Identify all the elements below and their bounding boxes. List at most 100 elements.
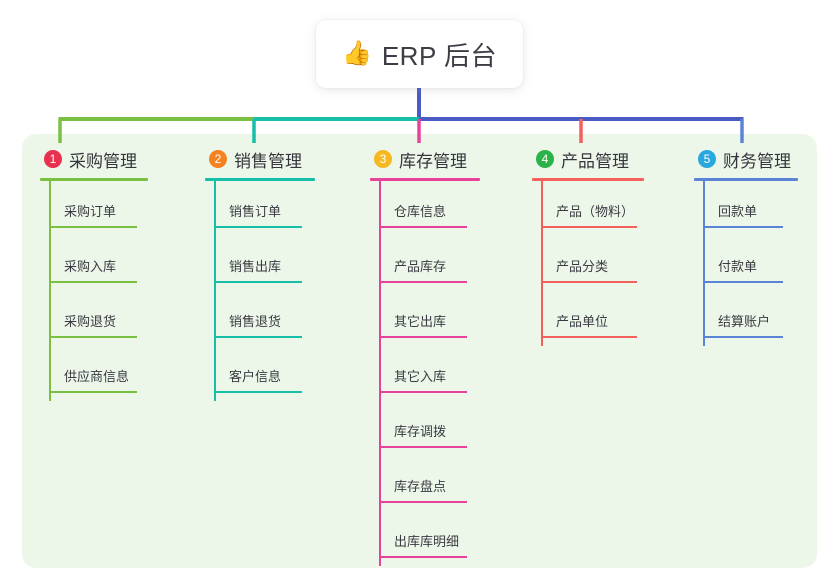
branch-item-label: 销售出库 <box>229 259 282 274</box>
branch-column-采购管理: 1 采购管理采购订单采购入库采购退货供应商信息 <box>40 146 148 401</box>
thumbs-up-emoji: 👍 <box>341 40 372 67</box>
branch-number-badge: 2 <box>209 150 227 168</box>
branch-title: 产品管理 <box>561 151 629 171</box>
branch-header-rule <box>694 178 798 181</box>
branch-column-财务管理: 5 财务管理回款单付款单结算账户 <box>694 146 798 346</box>
branch-item[interactable]: 客户信息 <box>205 346 315 401</box>
branch-title: 财务管理 <box>723 151 791 171</box>
branch-item-label: 结算账户 <box>718 314 771 329</box>
root-node-title: ERP 后台 <box>381 40 498 71</box>
branch-item-rule <box>49 391 137 393</box>
branch-title: 库存管理 <box>399 151 467 171</box>
branch-item-label: 客户信息 <box>229 369 282 384</box>
branch-item-rule <box>379 501 467 503</box>
branch-column-库存管理: 3 库存管理仓库信息产品库存其它出库其它入库库存调拨库存盘点出库库明细 <box>370 146 480 566</box>
branch-item[interactable]: 销售退货 <box>205 291 315 346</box>
branch-item-rule <box>214 226 302 228</box>
branch-item[interactable]: 采购入库 <box>40 236 148 291</box>
branch-item-list: 采购订单采购入库采购退货供应商信息 <box>40 181 148 401</box>
branch-item-rule <box>379 556 467 558</box>
branch-item[interactable]: 库存调拨 <box>370 401 480 456</box>
branch-item[interactable]: 其它入库 <box>370 346 480 401</box>
root-node-card[interactable]: 👍 ERP 后台 <box>316 20 523 88</box>
branch-header-销售管理[interactable]: 2 销售管理 <box>205 146 315 172</box>
branch-item[interactable]: 产品单位 <box>532 291 644 346</box>
branch-item-label: 采购入库 <box>64 259 117 274</box>
branch-title: 采购管理 <box>69 151 137 171</box>
branch-item-rule <box>703 336 783 338</box>
branch-item[interactable]: 销售订单 <box>205 181 315 236</box>
branch-item-label: 其它出库 <box>394 314 447 329</box>
branch-header-rule <box>40 178 148 181</box>
branch-item-list: 销售订单销售出库销售退货客户信息 <box>205 181 315 401</box>
branch-item-rule <box>214 281 302 283</box>
branch-header-库存管理[interactable]: 3 库存管理 <box>370 146 480 172</box>
branch-number-badge: 3 <box>374 150 392 168</box>
branch-item-rule <box>703 226 783 228</box>
branch-item[interactable]: 出库库明细 <box>370 511 480 566</box>
branch-item-rule <box>541 281 637 283</box>
branch-item-label: 产品单位 <box>556 314 609 329</box>
branch-number-badge: 5 <box>698 150 716 168</box>
branch-item-rule <box>379 281 467 283</box>
branch-item[interactable]: 仓库信息 <box>370 181 480 236</box>
branch-item-label: 产品库存 <box>394 259 447 274</box>
branch-item-rule <box>379 336 467 338</box>
branch-item[interactable]: 产品分类 <box>532 236 644 291</box>
branch-item-rule <box>49 336 137 338</box>
branch-item-label: 采购退货 <box>64 314 117 329</box>
branch-item[interactable]: 回款单 <box>694 181 798 236</box>
branch-number-badge: 1 <box>44 150 62 168</box>
branch-spine <box>703 181 705 346</box>
branch-item-label: 采购订单 <box>64 204 117 219</box>
branch-item-rule <box>49 226 137 228</box>
branch-item-label: 销售退货 <box>229 314 282 329</box>
branch-item[interactable]: 销售出库 <box>205 236 315 291</box>
branch-spine <box>541 181 543 346</box>
branch-item-rule <box>214 336 302 338</box>
branch-item-label: 产品分类 <box>556 259 609 274</box>
branch-column-产品管理: 4 产品管理产品（物料） 产品分类产品单位 <box>532 146 644 346</box>
branch-header-产品管理[interactable]: 4 产品管理 <box>532 146 644 172</box>
branch-item[interactable]: 采购退货 <box>40 291 148 346</box>
branch-item[interactable]: 付款单 <box>694 236 798 291</box>
branch-header-rule <box>370 178 480 181</box>
branch-header-财务管理[interactable]: 5 财务管理 <box>694 146 798 172</box>
branch-item-label: 出库库明细 <box>394 534 460 549</box>
branch-item-label: 产品（物料） <box>556 204 635 219</box>
branch-item[interactable]: 产品库存 <box>370 236 480 291</box>
branch-item[interactable]: 其它出库 <box>370 291 480 346</box>
branch-number-badge: 4 <box>536 150 554 168</box>
branch-item-rule <box>379 391 467 393</box>
branch-item-rule <box>541 226 637 228</box>
branch-item-list: 仓库信息产品库存其它出库其它入库库存调拨库存盘点出库库明细 <box>370 181 480 566</box>
branch-item-label: 库存盘点 <box>394 479 447 494</box>
branch-column-销售管理: 2 销售管理销售订单销售出库销售退货客户信息 <box>205 146 315 401</box>
branch-item-label: 销售订单 <box>229 204 282 219</box>
branch-item-list: 产品（物料） 产品分类产品单位 <box>532 181 644 346</box>
branch-item-rule <box>49 281 137 283</box>
branch-item[interactable]: 库存盘点 <box>370 456 480 511</box>
branch-item-label: 仓库信息 <box>394 204 447 219</box>
branch-item-label: 其它入库 <box>394 369 447 384</box>
branch-item[interactable]: 采购订单 <box>40 181 148 236</box>
branch-header-采购管理[interactable]: 1 采购管理 <box>40 146 148 172</box>
branch-item-rule <box>541 336 637 338</box>
branch-spine <box>49 181 51 401</box>
branch-item[interactable]: 结算账户 <box>694 291 798 346</box>
branch-title: 销售管理 <box>234 151 302 171</box>
branches-background-panel <box>22 134 817 568</box>
branch-item-rule <box>214 391 302 393</box>
branch-item[interactable]: 供应商信息 <box>40 346 148 401</box>
branch-item-label: 付款单 <box>718 259 758 274</box>
branch-item-rule <box>379 446 467 448</box>
branch-header-rule <box>205 178 315 181</box>
branch-item-list: 回款单付款单结算账户 <box>694 181 798 346</box>
branch-item-rule <box>379 226 467 228</box>
branch-item-rule <box>703 281 783 283</box>
branch-item[interactable]: 产品（物料） <box>532 181 644 236</box>
branch-header-rule <box>532 178 644 181</box>
branch-item-label: 供应商信息 <box>64 369 130 384</box>
